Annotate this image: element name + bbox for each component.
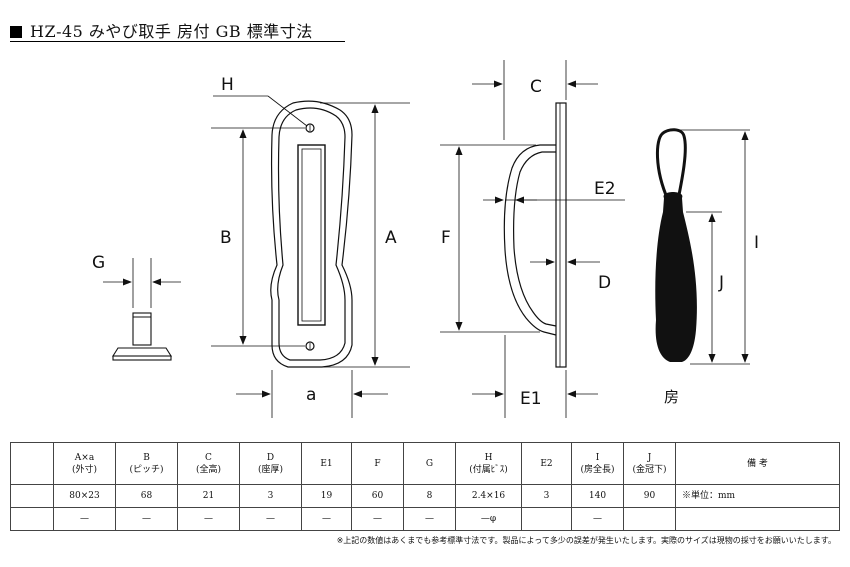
- table-cell: —: [115, 507, 178, 531]
- table-header-row: A×a(外寸) B(ピッチ) C(全高) D(座厚) E1 F G H(付属ﾋﾞ…: [10, 442, 840, 485]
- table-cell: 2.4×16: [455, 484, 522, 508]
- table-cell: —φ: [455, 507, 522, 531]
- table-cell: [521, 507, 572, 531]
- screw-bottom-icon: [305, 341, 315, 351]
- table-cell: 60: [351, 484, 404, 508]
- side-grip-inner: [513, 151, 557, 327]
- label-E2: E2: [594, 179, 616, 199]
- table-row: 80×23 68 21 3 19 60 8 2.4×16 3 140 90 ※単…: [10, 484, 840, 508]
- handle-plate-outer: [270, 100, 353, 368]
- title-bullet-square: [10, 26, 22, 38]
- table-row-label-cell: [10, 484, 54, 508]
- label-a: a: [306, 385, 316, 405]
- table-row: — — — — — — — —φ —: [10, 507, 840, 531]
- table-header-cell: H(付属ﾋﾞｽ): [455, 442, 522, 485]
- table-header-cell: G: [403, 442, 456, 485]
- table-cell: —: [571, 507, 624, 531]
- table-cell: —: [239, 507, 302, 531]
- spec-table: A×a(外寸) B(ピッチ) C(全高) D(座厚) E1 F G H(付属ﾋﾞ…: [10, 442, 840, 531]
- tassel-icon: [655, 128, 697, 362]
- table-notes-header: 備 考: [675, 442, 840, 485]
- table-cell: 80×23: [53, 484, 116, 508]
- table-header-cell: E2: [521, 442, 572, 485]
- side-base-plate: [555, 102, 567, 368]
- page-title-text: HZ-45 みやび取手 房付 GB 標準寸法: [30, 22, 313, 41]
- screw-side-view: [112, 312, 172, 361]
- label-H: H: [221, 75, 234, 95]
- page-title: HZ-45 みやび取手 房付 GB 標準寸法: [10, 18, 313, 42]
- dim-F: [440, 144, 540, 333]
- technical-drawing: H B A a G: [92, 60, 759, 418]
- handle-plate-inner: [277, 107, 346, 361]
- table-cell: 140: [571, 484, 624, 508]
- label-A: A: [385, 228, 397, 248]
- title-underline: [10, 41, 345, 42]
- table-cell: —: [53, 507, 116, 531]
- table-cell: 8: [403, 484, 456, 508]
- table-cell: 90: [623, 484, 676, 508]
- table-cell: —: [351, 507, 404, 531]
- dim-a: [236, 370, 388, 418]
- table-cell: 19: [301, 484, 352, 508]
- table-cell: 3: [521, 484, 572, 508]
- table-cell: 68: [115, 484, 178, 508]
- handle-side-view: [503, 102, 567, 368]
- dim-I: [680, 129, 750, 365]
- table-header-cell: D(座厚): [239, 442, 302, 485]
- screw-top-icon: [305, 123, 315, 133]
- table-header-cell: A×a(外寸): [53, 442, 116, 485]
- table-header-cell: E1: [301, 442, 352, 485]
- dim-C: [472, 60, 598, 140]
- footnote: ※上記の数値はあくまでも参考標準寸法です。製品によって多少の誤差が発生いたします…: [336, 536, 836, 545]
- table-row-label-cell: [10, 507, 54, 531]
- table-cell: [623, 507, 676, 531]
- table-header-cell: B(ピッチ): [115, 442, 178, 485]
- dim-B: [211, 127, 305, 347]
- handle-front-view: [270, 100, 353, 368]
- table-cell: 3: [239, 484, 302, 508]
- side-grip-outer: [503, 144, 557, 336]
- dim-A: [320, 102, 410, 368]
- label-E1: E1: [520, 389, 542, 409]
- table-header-cell: F: [351, 442, 404, 485]
- table-cell: —: [301, 507, 352, 531]
- table-cell: —: [403, 507, 456, 531]
- label-D: D: [598, 273, 611, 293]
- dim-H: [213, 95, 308, 127]
- label-I: I: [754, 233, 759, 253]
- label-J: J: [718, 273, 724, 293]
- table-cell: —: [177, 507, 240, 531]
- table-corner-cell: [10, 442, 54, 485]
- dim-J: [686, 211, 722, 363]
- label-G: G: [92, 253, 105, 273]
- table-notes-cell: ※単位：mm: [675, 484, 840, 508]
- dim-G: [103, 258, 181, 308]
- table-header-cell: I(房全長): [571, 442, 624, 485]
- dim-E1: [472, 335, 598, 418]
- table-header-cell: J(金冠下): [623, 442, 676, 485]
- table-header-cell: C(全高): [177, 442, 240, 485]
- handle-recess: [297, 144, 326, 326]
- label-tassel: 房: [664, 388, 679, 406]
- label-C: C: [530, 77, 542, 97]
- label-F: F: [441, 228, 451, 248]
- table-cell: 21: [177, 484, 240, 508]
- table-notes-cell: [675, 507, 840, 531]
- label-B: B: [220, 228, 232, 248]
